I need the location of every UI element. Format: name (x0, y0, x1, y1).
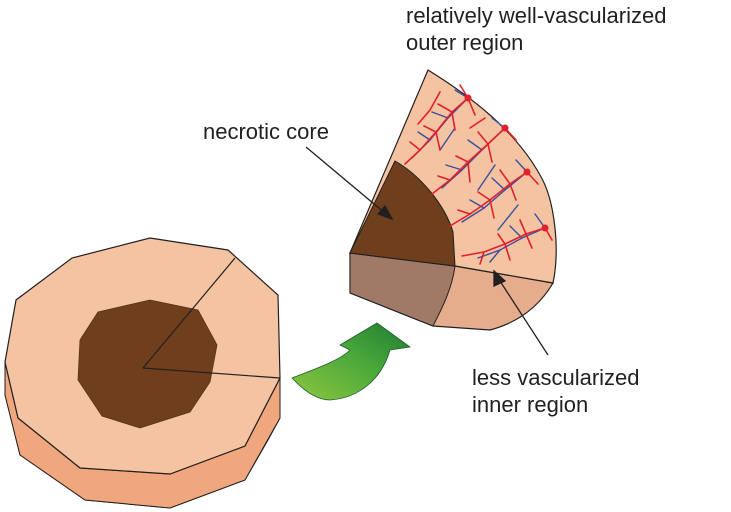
inner-region-label-line2: inner region (472, 392, 589, 417)
inner-region-label: less vascularized inner region (472, 364, 640, 418)
disk-cut-line-right (142, 367, 281, 379)
core-pointer-line (305, 146, 387, 215)
core-pointer-head (376, 204, 394, 221)
outer-region-label-line1: relatively well-vascularized (406, 3, 667, 28)
wedge-necrotic-core (349, 160, 456, 267)
inner-region-label-line1: less vascularized (472, 365, 640, 390)
outer-region-label-line2: outer region (406, 30, 524, 55)
spheroid-wedge (349, 69, 557, 331)
disk-necrotic-core (77, 299, 218, 429)
spheroid-disk (4, 237, 281, 509)
vascular-network (404, 84, 553, 265)
inner-pointer-line (497, 277, 549, 356)
outer-region-label: relatively well-vascularized outer regio… (406, 2, 666, 56)
necrotic-core-label: necrotic core (203, 119, 329, 144)
pointer-arrows (305, 146, 549, 356)
transition-arrow-icon (291, 322, 412, 401)
inner-pointer-head (493, 269, 507, 288)
wedge-side-core (349, 252, 456, 327)
disk-cut-line-up (142, 257, 236, 369)
